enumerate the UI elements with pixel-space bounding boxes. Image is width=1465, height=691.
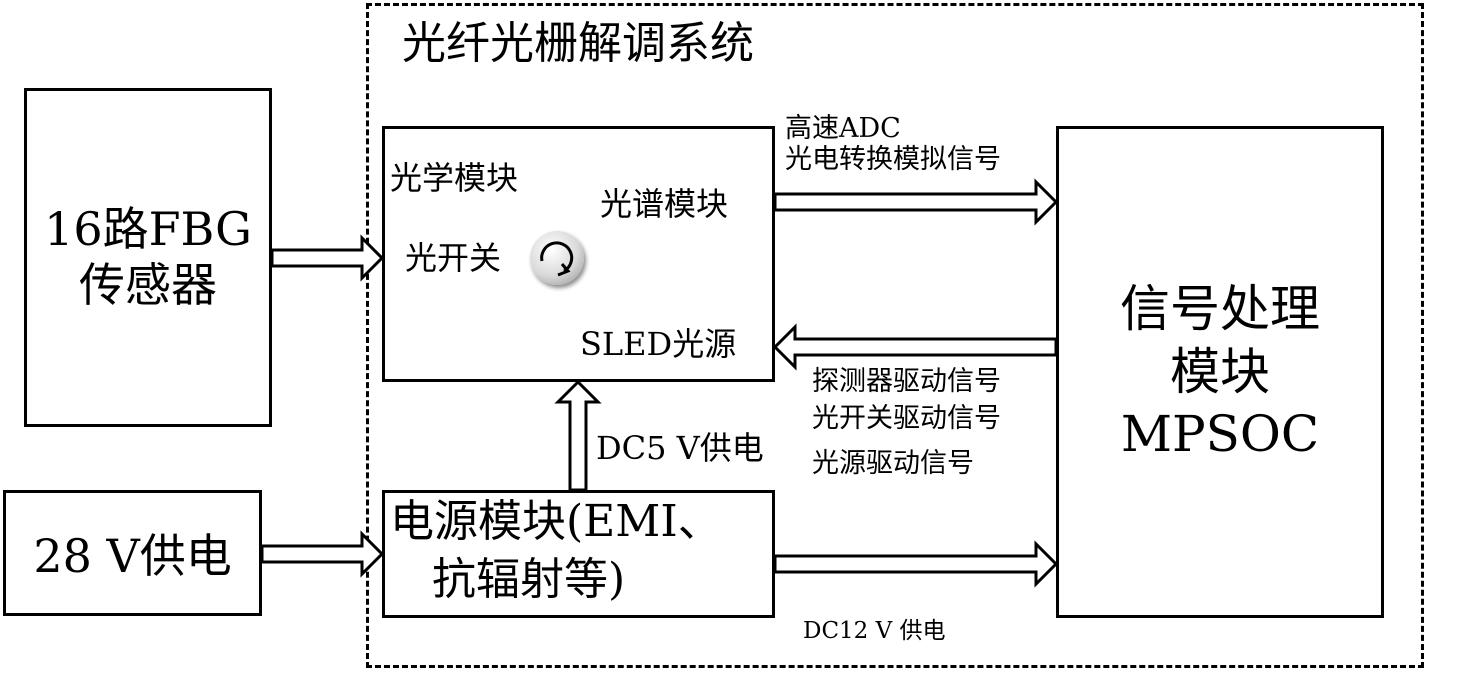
optical-switch-label: 光开关	[405, 239, 502, 277]
detector-drive-label: 探测器驱动信号	[812, 366, 1001, 397]
spectrum-module-label: 光谱模块	[600, 185, 729, 223]
fbg-sensor-line2: 传感器	[79, 257, 217, 312]
arrow-optical-to-signal	[773, 178, 1059, 226]
arrow-power-to-signal	[773, 540, 1059, 588]
adc-label: 高速ADC	[785, 113, 901, 144]
power-input-label: 28 V供电	[33, 529, 232, 583]
arrow-sensor-to-optical	[270, 234, 385, 282]
sled-source-label: SLED光源	[580, 325, 737, 363]
adc-analog-label: 光电转换模拟信号	[785, 144, 1001, 175]
dc5-label: DC5 V供电	[596, 429, 764, 467]
signal-processing-line3: MPSOC	[1120, 405, 1320, 464]
fbg-sensor-box: 16路FBG 传感器	[24, 88, 272, 427]
system-title: 光纤光栅解调系统	[402, 18, 754, 69]
power-module-box	[382, 490, 775, 618]
signal-processing-line2: 模块	[1170, 342, 1270, 401]
system-boundary	[366, 3, 1424, 668]
power-input-box: 28 V供电	[3, 490, 262, 616]
source-drive-label: 光源驱动信号	[812, 448, 974, 479]
circular-arrow-icon	[540, 241, 574, 277]
signal-processing-box: 信号处理 模块 MPSOC	[1056, 126, 1384, 618]
arrow-signal-to-optical	[772, 323, 1058, 371]
optical-module-title: 光学模块	[390, 159, 519, 197]
power-module-line2: 抗辐射等)	[432, 554, 626, 605]
dc12-label: DC12 V 供电	[803, 618, 946, 644]
switch-drive-label: 光开关驱动信号	[812, 403, 1001, 434]
optical-switch-icon	[530, 231, 584, 285]
fbg-sensor-line1: 16路FBG	[44, 202, 252, 257]
arrow-power-input-to-power-module	[260, 530, 385, 578]
arrow-power-to-optical	[554, 379, 602, 492]
power-module-line1: 电源模块(EMI、	[390, 496, 722, 547]
signal-processing-line1: 信号处理	[1120, 280, 1320, 339]
